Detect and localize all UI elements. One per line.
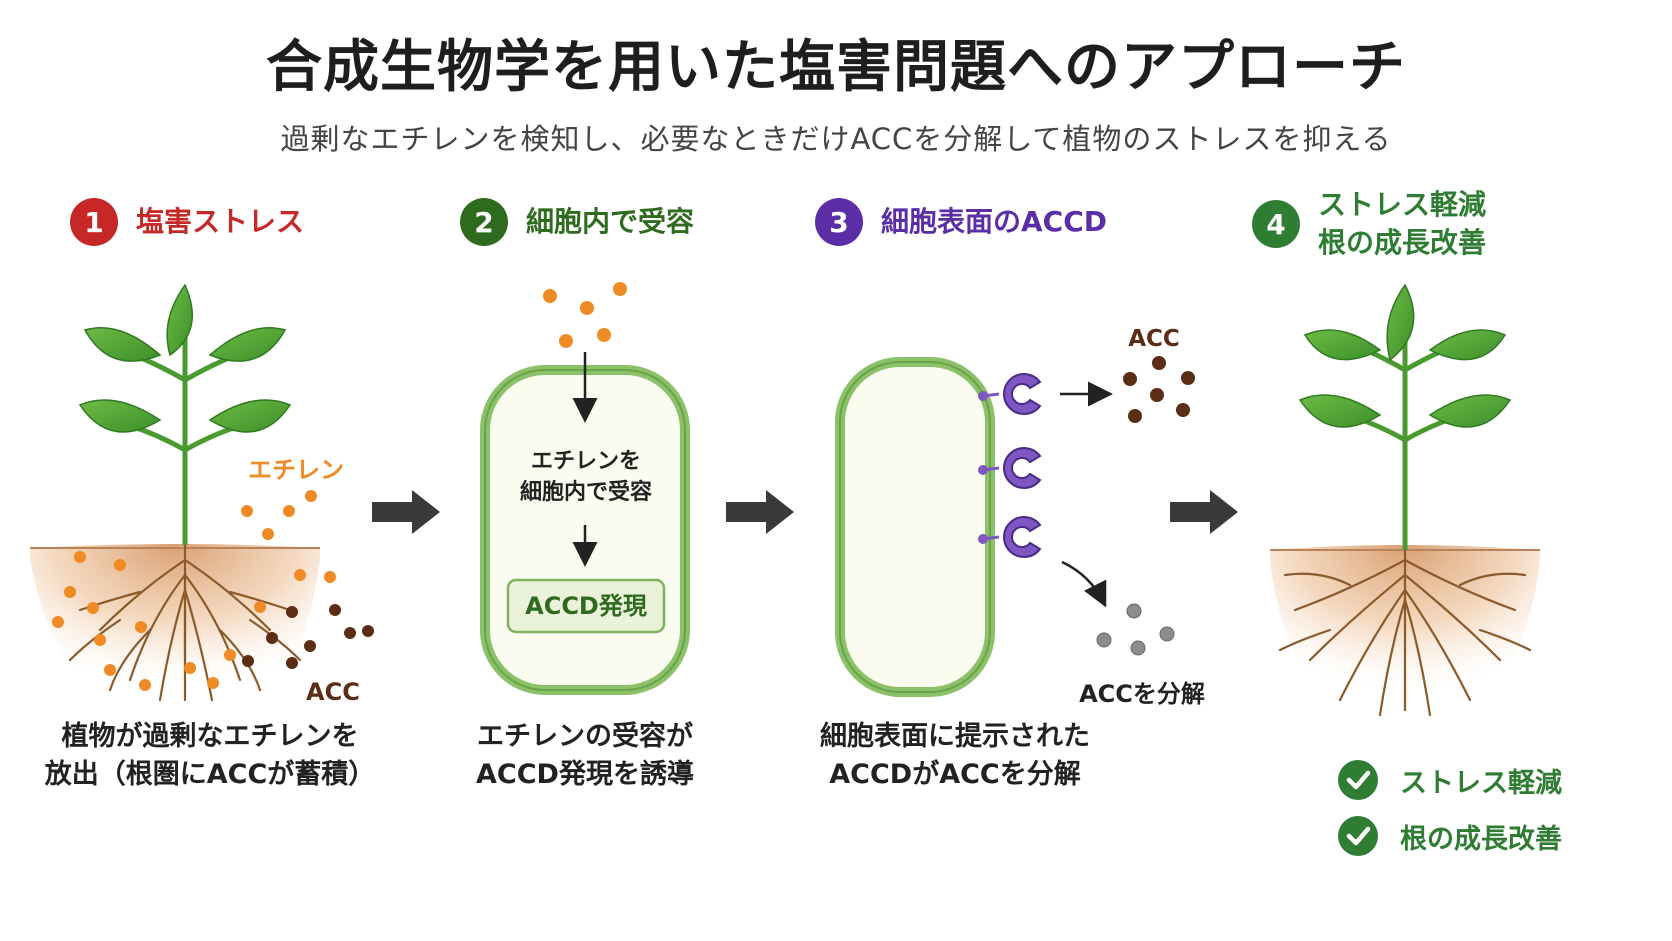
step-4-header: 4 ストレス軽減 根の成長改善 xyxy=(1252,186,1486,262)
accd-enzyme-1 xyxy=(978,373,1042,415)
step-1-caption-line1: 植物が過剰なエチレンを xyxy=(61,721,359,752)
cell-receive-line2: 細胞内で受容 xyxy=(520,479,652,505)
step-3-caption-line1: 細胞表面に提示された xyxy=(820,721,1090,752)
surface-accd-enzymes xyxy=(978,373,1042,558)
accd-expression-label: ACCD発現 xyxy=(525,592,647,620)
engineered-cell-step3 xyxy=(835,357,995,697)
step-arrow-3-4 xyxy=(1170,490,1238,534)
step-3-badge: 3 xyxy=(815,198,863,246)
result-item-stress-reduction: ストレス軽減 xyxy=(1338,760,1562,800)
accd-expression-box xyxy=(506,578,666,634)
ethylene-label: エチレン xyxy=(248,456,344,484)
acc-degraded-label: ACCを分解 xyxy=(1079,680,1205,708)
cell-receive-line1: エチレンを xyxy=(531,449,641,474)
step-arrow-2-3 xyxy=(726,490,794,534)
step-4-heading-line2: 根の成長改善 xyxy=(1318,226,1487,259)
degraded-acc-dots xyxy=(1096,603,1175,656)
stressed-plant xyxy=(30,283,320,730)
step-2-heading: 細胞内で受容 xyxy=(526,205,695,238)
step-3-caption: 細胞表面に提示された ACCDがACCを分解 xyxy=(790,718,1120,794)
step-2-caption-line1: エチレンの受容が xyxy=(477,721,693,752)
ethylene-dots-step1 xyxy=(52,490,336,691)
step-3-header: 3 細胞表面のACCD xyxy=(815,198,1107,246)
step-4-heading-line1: ストレス軽減 xyxy=(1318,188,1487,221)
acc-free-label: ACC xyxy=(1128,326,1180,352)
step-1-caption: 植物が過剰なエチレンを 放出（根圏にACCが蓄積） xyxy=(30,718,390,794)
ethylene-dots-step2 xyxy=(543,282,627,348)
step-1-heading: 塩害ストレス xyxy=(136,205,305,238)
result-label-1: ストレス軽減 xyxy=(1400,767,1562,799)
step-2-header: 2 細胞内で受容 xyxy=(460,198,694,246)
result-item-root-growth: 根の成長改善 xyxy=(1338,816,1562,856)
accd-enzyme-2 xyxy=(978,447,1042,489)
step-1-header: 1 塩害ストレス xyxy=(70,198,304,246)
check-icon xyxy=(1338,816,1378,856)
step-1-badge: 1 xyxy=(70,198,118,246)
page-title: 合成生物学を用いた塩害問題へのアプローチ xyxy=(266,35,1406,100)
step-arrow-1-2 xyxy=(372,490,440,534)
page-subtitle: 過剰なエチレンを検知し、必要なときだけACCを分解して植物のストレスを抑える xyxy=(280,122,1392,156)
step-4-badge: 4 xyxy=(1252,200,1300,248)
step-3-caption-line2: ACCDがACCを分解 xyxy=(829,759,1081,790)
accd-enzyme-3 xyxy=(978,516,1042,558)
check-icon xyxy=(1338,760,1378,800)
step-1-caption-line2: 放出（根圏にACCが蓄積） xyxy=(44,759,376,790)
step-3-heading: 細胞表面のACCD xyxy=(881,205,1108,238)
acc-soil-label: ACC xyxy=(306,678,360,706)
step-2-caption: エチレンの受容が ACCD発現を誘導 xyxy=(430,718,740,794)
arrow-acc-degrade xyxy=(1061,560,1107,608)
acc-dots-step1 xyxy=(242,604,374,669)
result-label-2: 根の成長改善 xyxy=(1400,823,1562,855)
step-2-caption-line2: ACCD発現を誘導 xyxy=(476,759,694,790)
healthy-plant xyxy=(1270,283,1540,735)
step-2-badge: 2 xyxy=(460,198,508,246)
acc-free-dots xyxy=(1123,356,1195,423)
